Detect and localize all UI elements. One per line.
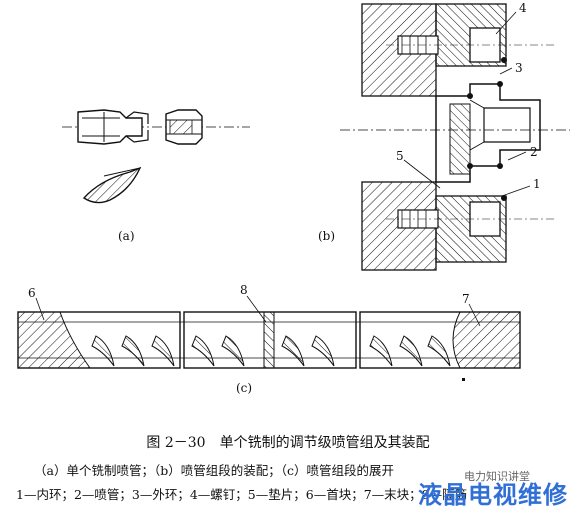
callout-8: 8 xyxy=(240,283,248,297)
panel-c-label: (c) xyxy=(236,381,252,395)
panel-a-drawing xyxy=(62,109,250,204)
watermark-small-text: 电力知识讲堂 xyxy=(464,470,530,483)
panel-c-drawing xyxy=(17,295,521,381)
callout-1: 1 xyxy=(533,177,541,191)
panel-b-drawing xyxy=(340,3,570,271)
callout-6: 6 xyxy=(28,286,36,300)
callout-5: 5 xyxy=(396,149,404,163)
watermark-logo-text: 液晶电视维修 xyxy=(418,481,568,509)
figure-title: 图 2－30 单个铣制的调节级喷管组及其装配 xyxy=(146,435,430,451)
panel-a-label: (a) xyxy=(118,229,135,243)
callout-4: 4 xyxy=(519,1,527,15)
figure-subtitle: （a）单个铣制喷管；（b）喷管组段的装配；（c）喷管组段的展开 xyxy=(34,463,394,478)
figure-legend: 1—内环；2—喷管；3—外环；4—螺钉；5—垫片；6—首块；7—末块；8—隔筋 xyxy=(16,487,468,502)
callout-7: 7 xyxy=(462,292,470,306)
nozzle-assembly-figure: (a) 4 3 2 xyxy=(17,1,570,395)
callout-2: 2 xyxy=(530,145,538,159)
callout-3: 3 xyxy=(515,61,523,75)
panel-b-label: (b) xyxy=(318,229,335,243)
